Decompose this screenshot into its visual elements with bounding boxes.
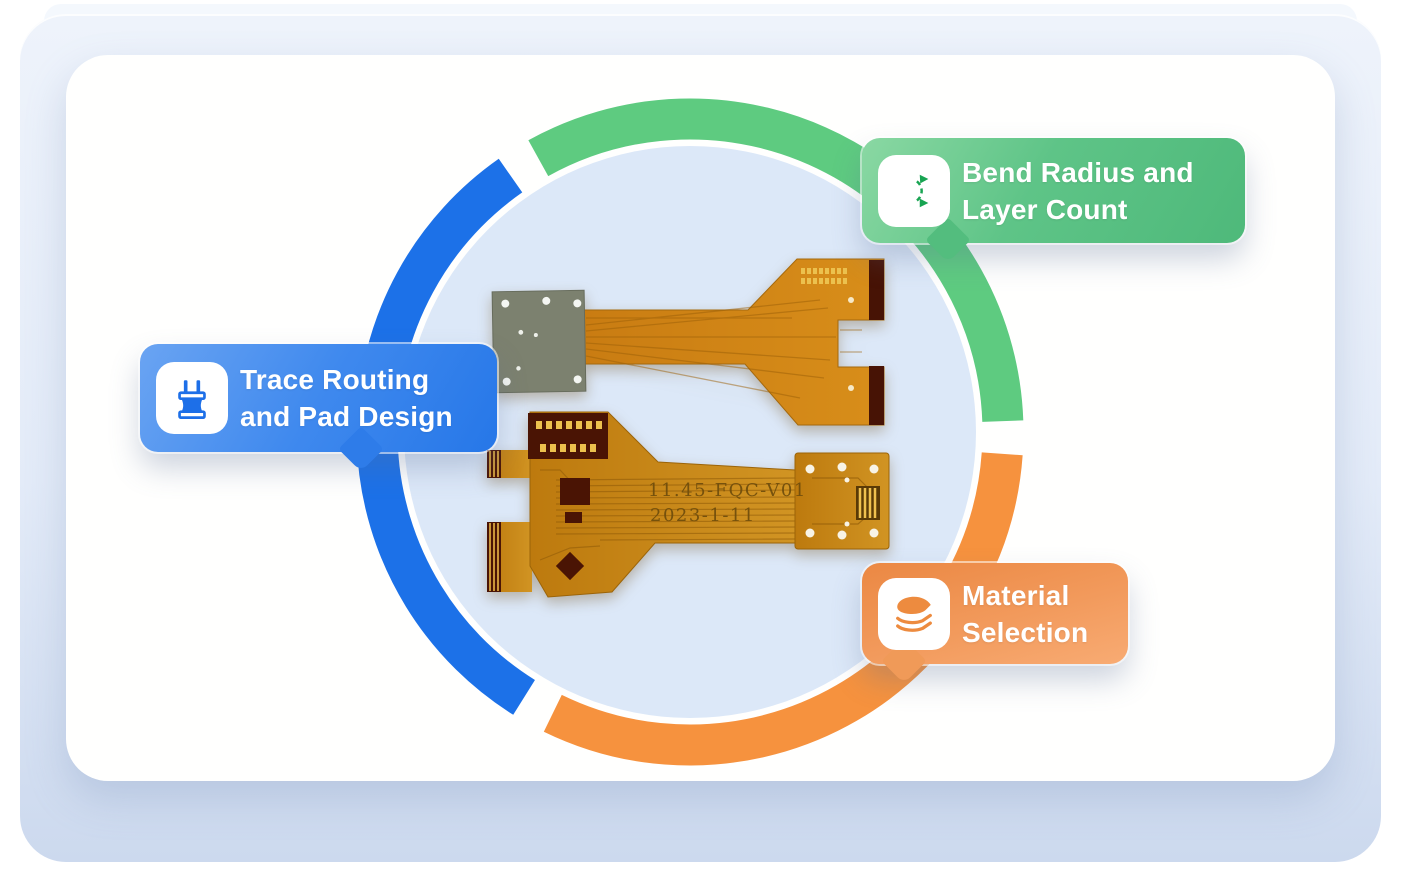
callout-line: Trace Routing xyxy=(240,364,430,395)
ring-segment-orange xyxy=(543,452,1023,766)
callout-line: Bend Radius and xyxy=(962,156,1194,188)
pcb-silkscreen-line2: 2023-1-11 xyxy=(650,505,756,526)
callout-label: Bend Radius and Layer Count xyxy=(962,154,1194,228)
flex-pcb-top xyxy=(491,258,885,426)
material-layers-icon xyxy=(878,577,950,650)
flex-pcb-bottom: 11.45-FQC-V01 2023-1-11 xyxy=(487,411,890,598)
callout-line: Layer Count xyxy=(962,193,1128,225)
gold-pad-grid xyxy=(801,268,847,284)
callout-label: Trace Routing and Pad Design xyxy=(240,361,453,435)
ring-segment-green xyxy=(528,98,1024,422)
pcb-silkscreen-line1: 11.45-FQC-V01 xyxy=(648,480,807,501)
stiffener-plate xyxy=(491,289,587,394)
callout-trace-routing: Trace Routing and Pad Design xyxy=(140,344,497,472)
callout-line: and Pad Design xyxy=(240,401,453,432)
callout-material-selection: Material Selection xyxy=(862,563,1128,684)
pcb-pad-area xyxy=(794,452,890,550)
connector-plug-icon xyxy=(156,362,228,434)
callout-line: Selection xyxy=(962,616,1089,648)
bend-flex-icon xyxy=(878,154,950,227)
callout-bend-radius: Bend Radius and Layer Count xyxy=(862,138,1245,263)
callout-label: Material Selection xyxy=(962,577,1088,651)
callout-line: Material xyxy=(962,579,1070,611)
